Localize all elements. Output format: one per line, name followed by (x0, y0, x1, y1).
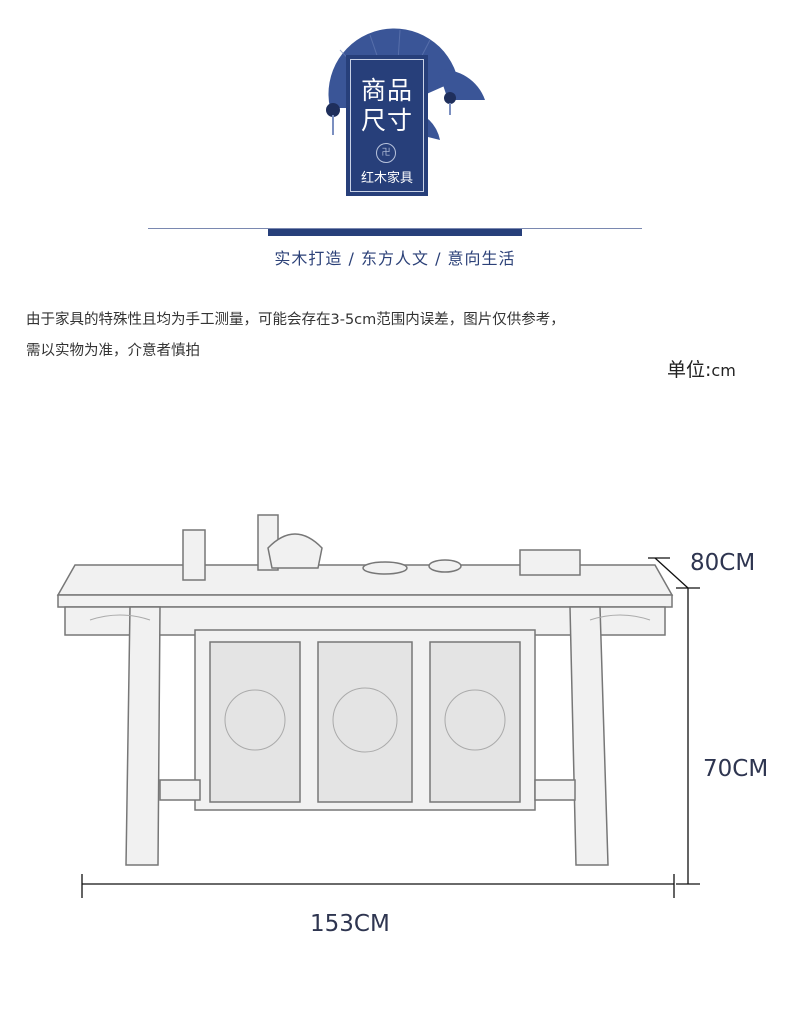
unit-prefix: 单位: (667, 359, 712, 381)
section-title-line1: 商品 (360, 76, 413, 105)
section-badge: 商品 尺寸 卍 红木家具 (346, 55, 428, 196)
disclaimer-line-1: 由于家具的特殊性且均为手工测量，可能会存在3-5cm范围内误差，图片仅供参考， (26, 312, 565, 328)
seal-icon: 卍 (376, 143, 396, 163)
disclaimer-line-2: 需以实物为准，介意者慎拍 (26, 343, 200, 359)
section-title-line2: 尺寸 (360, 106, 413, 135)
width-dimension: 153CM (310, 911, 390, 937)
unit-label: 单位:cm (667, 355, 736, 382)
tagline: 实木打造 / 东方人文 / 意向生活 (274, 249, 516, 268)
divider-bar (268, 229, 522, 236)
brand-label: 红木家具 (360, 171, 413, 186)
depth-dimension: 80CM (690, 550, 756, 576)
unit-value: cm (711, 361, 736, 380)
height-dimension: 70CM (703, 756, 769, 782)
divider-line (148, 228, 642, 229)
tea-table-drawing (56, 514, 700, 898)
